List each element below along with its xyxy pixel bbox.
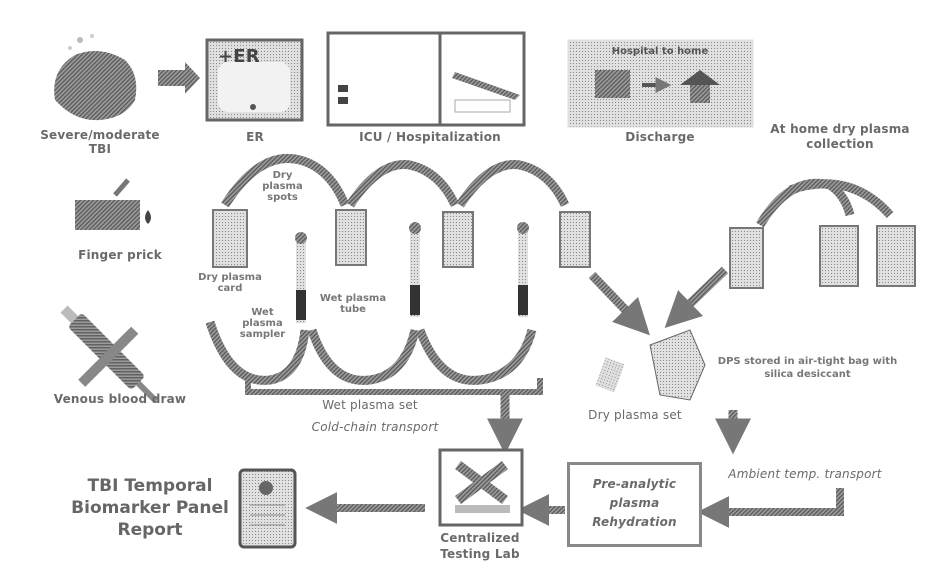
- dry-plasma-card-icon: [212, 209, 916, 289]
- label-home-collection: At home dry plasma collection: [770, 122, 910, 151]
- arc-dry-1: [221, 154, 350, 208]
- arrow-home-to-bag: [664, 266, 729, 328]
- er-building-icon: [205, 38, 304, 122]
- label-dps-storage: DPS stored in air-tight bag with silica …: [717, 356, 898, 380]
- discharge-panel-icon: [567, 39, 754, 128]
- dps-bag-icon: [649, 329, 706, 401]
- discharge-banner: Hospital to home: [611, 46, 709, 57]
- label-icu: ICU / Hospitalization: [359, 130, 501, 144]
- label-discharge: Discharge: [625, 130, 695, 144]
- label-injury: Severe/moderate TBI: [40, 128, 160, 156]
- arc-wet-2: [307, 328, 420, 385]
- report-clipboard-icon: [238, 468, 297, 549]
- label-wet-set: Wet plasma set: [322, 398, 418, 412]
- label-wet-sampler: Wet plasma sampler: [239, 307, 286, 340]
- arc-dry-2: [346, 160, 460, 208]
- desiccant-packet-icon: [595, 357, 625, 393]
- arc-wet-1: [205, 320, 310, 385]
- arc-wet-3: [415, 328, 537, 385]
- label-wet-tube: Wet plasma tube: [319, 293, 387, 315]
- wet-plasma-tube-icon: [295, 222, 529, 323]
- arrow-ambient-to-rehydration: [697, 488, 844, 528]
- label-report: TBI Temporal Biomarker Panel Report: [71, 476, 229, 540]
- icu-panel-icon: [326, 31, 526, 127]
- label-rehydration: Pre-analytic plasma Rehydration: [592, 477, 677, 529]
- label-dry-card: Dry plasma card: [198, 272, 262, 294]
- wet-set-bracket: [245, 378, 543, 395]
- lab-icon: [438, 448, 524, 527]
- er-sign-text: +ER: [218, 46, 260, 67]
- head-injury-icon: [54, 34, 137, 121]
- label-er: ER: [246, 130, 264, 144]
- label-ambient: Ambient temp. transport: [728, 467, 882, 481]
- label-lab: Centralized Testing Lab: [440, 531, 520, 561]
- arrow-card-to-bag: [588, 271, 650, 336]
- arc-dry-3: [456, 160, 570, 208]
- arrow-injury-to-er: [158, 62, 200, 94]
- label-finger-prick: Finger prick: [78, 248, 162, 262]
- dry-spot-arcs: [221, 154, 894, 228]
- arc-home-2: [788, 179, 894, 219]
- rehydration-box: Pre-analytic plasma Rehydration: [567, 462, 702, 547]
- syringe-cap-icon: [78, 326, 139, 387]
- wet-sampler-arcs: [205, 320, 537, 385]
- finger-prick-icon: [75, 178, 151, 230]
- label-cold-chain: Cold-chain transport: [311, 420, 439, 434]
- label-dry-set: Dry plasma set: [588, 408, 682, 422]
- label-venous-draw: Venous blood draw: [53, 392, 187, 406]
- label-dry-spots: Dry plasma spots: [262, 170, 303, 203]
